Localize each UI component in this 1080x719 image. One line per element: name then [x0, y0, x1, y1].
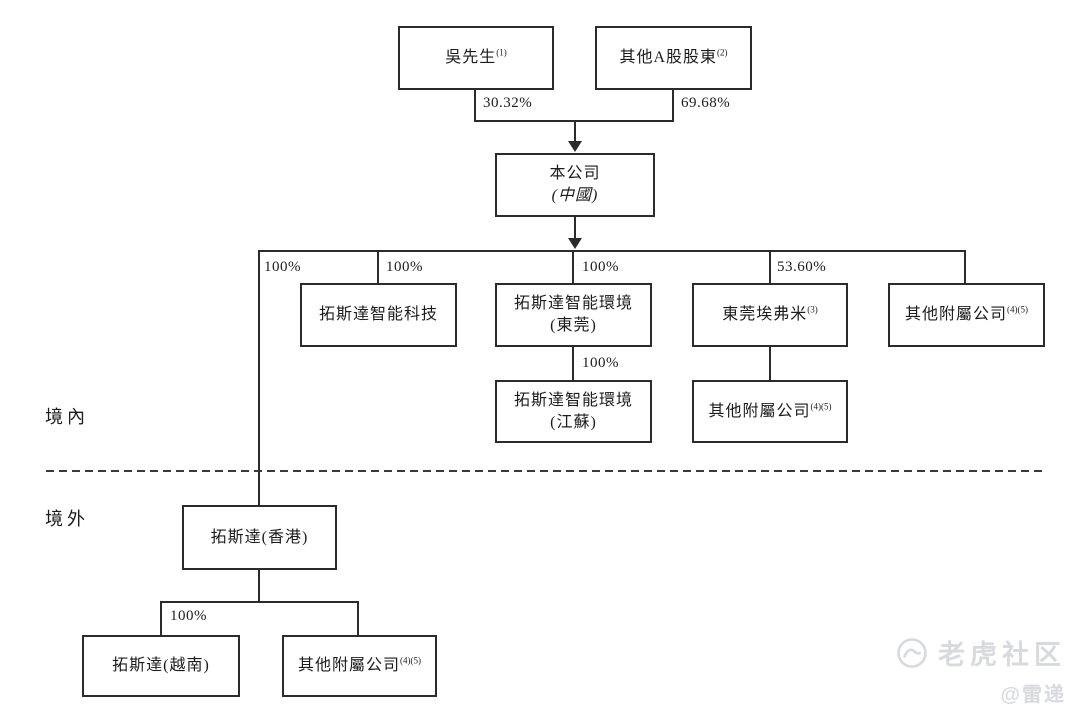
node-label: 東莞埃弗米(3) — [722, 304, 818, 324]
footnote-ref: (4)(5) — [810, 401, 832, 412]
watermark: 老虎社区 @雷递 — [896, 633, 1066, 707]
node-label: 拓斯達(越南) — [112, 657, 210, 675]
node-topstar-smart-env-jiangsu: 拓斯達智能環境 (江蘇) — [495, 380, 652, 443]
node-mr-wu: 吳先生(1) — [398, 26, 554, 90]
arrowhead-down-icon — [568, 238, 582, 249]
watermark-brand: 老虎社区 — [938, 640, 1066, 670]
node-other-subsidiaries-mid: 其他附屬公司(4)(5) — [692, 380, 848, 443]
node-dongguan-aifumi: 東莞埃弗米(3) — [692, 283, 848, 347]
footnote-ref: (1) — [496, 47, 507, 58]
node-topstar-vietnam: 拓斯達(越南) — [82, 635, 240, 697]
stake-label-smart-tech: 100% — [386, 259, 423, 275]
connector-line — [357, 601, 359, 635]
arrowhead-down-icon — [568, 141, 582, 152]
connector-line — [574, 120, 576, 143]
node-label: 其他附屬公司(4)(5) — [297, 655, 421, 675]
node-company: 本公司 (中國) — [495, 153, 655, 217]
node-label: 拓斯達(香港) — [210, 528, 309, 546]
watermark-handle: @雷递 — [1000, 684, 1066, 706]
node-label: 拓斯達智能環境 — [513, 391, 633, 409]
connector-line — [258, 250, 260, 505]
node-label: 其他A股股東(2) — [619, 47, 728, 67]
connector-line — [377, 250, 379, 283]
stake-label-aifumi: 53.60% — [777, 259, 827, 275]
connector-line — [769, 347, 771, 380]
node-label: 本公司 — [549, 165, 601, 183]
connector-line — [160, 601, 162, 635]
connector-line — [474, 90, 476, 120]
node-topstar-smart-env-dongguan: 拓斯達智能環境 (東莞) — [495, 283, 652, 347]
footnote-ref: (3) — [807, 304, 818, 315]
connector-line — [258, 570, 260, 601]
region-label-offshore: 境外 — [45, 509, 89, 529]
node-other-subsidiaries-offshore: 其他附屬公司(4)(5) — [282, 635, 437, 697]
node-sublabel: (江蘇) — [550, 413, 597, 431]
stake-label-env-jiangsu: 100% — [582, 355, 619, 371]
stake-label-vietnam: 100% — [170, 608, 207, 624]
node-label: 其他附屬公司(4)(5) — [708, 401, 832, 420]
stake-label-env-dongguan: 100% — [582, 259, 619, 275]
connector-line — [574, 217, 576, 239]
connector-line — [572, 347, 574, 380]
node-other-subsidiaries-top: 其他附屬公司(4)(5) — [888, 283, 1045, 347]
connector-line — [258, 250, 966, 252]
connector-line — [769, 250, 771, 283]
region-label-onshore: 境內 — [45, 407, 89, 427]
node-sublabel: (東莞) — [550, 317, 597, 334]
tiger-logo-icon — [896, 637, 928, 669]
node-label: 拓斯達智能環境 — [513, 295, 633, 313]
node-topstar-hongkong: 拓斯達(香港) — [182, 505, 337, 570]
stake-label-hk-chain: 100% — [264, 259, 301, 275]
connector-line — [160, 601, 359, 603]
node-label: 吳先生(1) — [445, 47, 507, 67]
connector-line — [672, 90, 674, 120]
stake-label-wu: 30.32% — [483, 95, 533, 111]
footnote-ref: (2) — [717, 47, 728, 58]
onshore-offshore-divider — [46, 470, 1043, 472]
connector-line — [964, 250, 966, 283]
node-other-a-shareholders: 其他A股股東(2) — [595, 26, 752, 90]
stake-label-other-a: 69.68% — [681, 95, 731, 111]
node-label: 拓斯達智能科技 — [318, 306, 438, 324]
connector-line — [572, 250, 574, 283]
node-sublabel: (中國) — [551, 187, 599, 204]
node-label: 其他附屬公司(4)(5) — [904, 304, 1028, 324]
footnote-ref: (4)(5) — [1007, 304, 1028, 315]
node-topstar-smart-tech: 拓斯達智能科技 — [300, 283, 457, 347]
footnote-ref: (4)(5) — [400, 655, 421, 666]
